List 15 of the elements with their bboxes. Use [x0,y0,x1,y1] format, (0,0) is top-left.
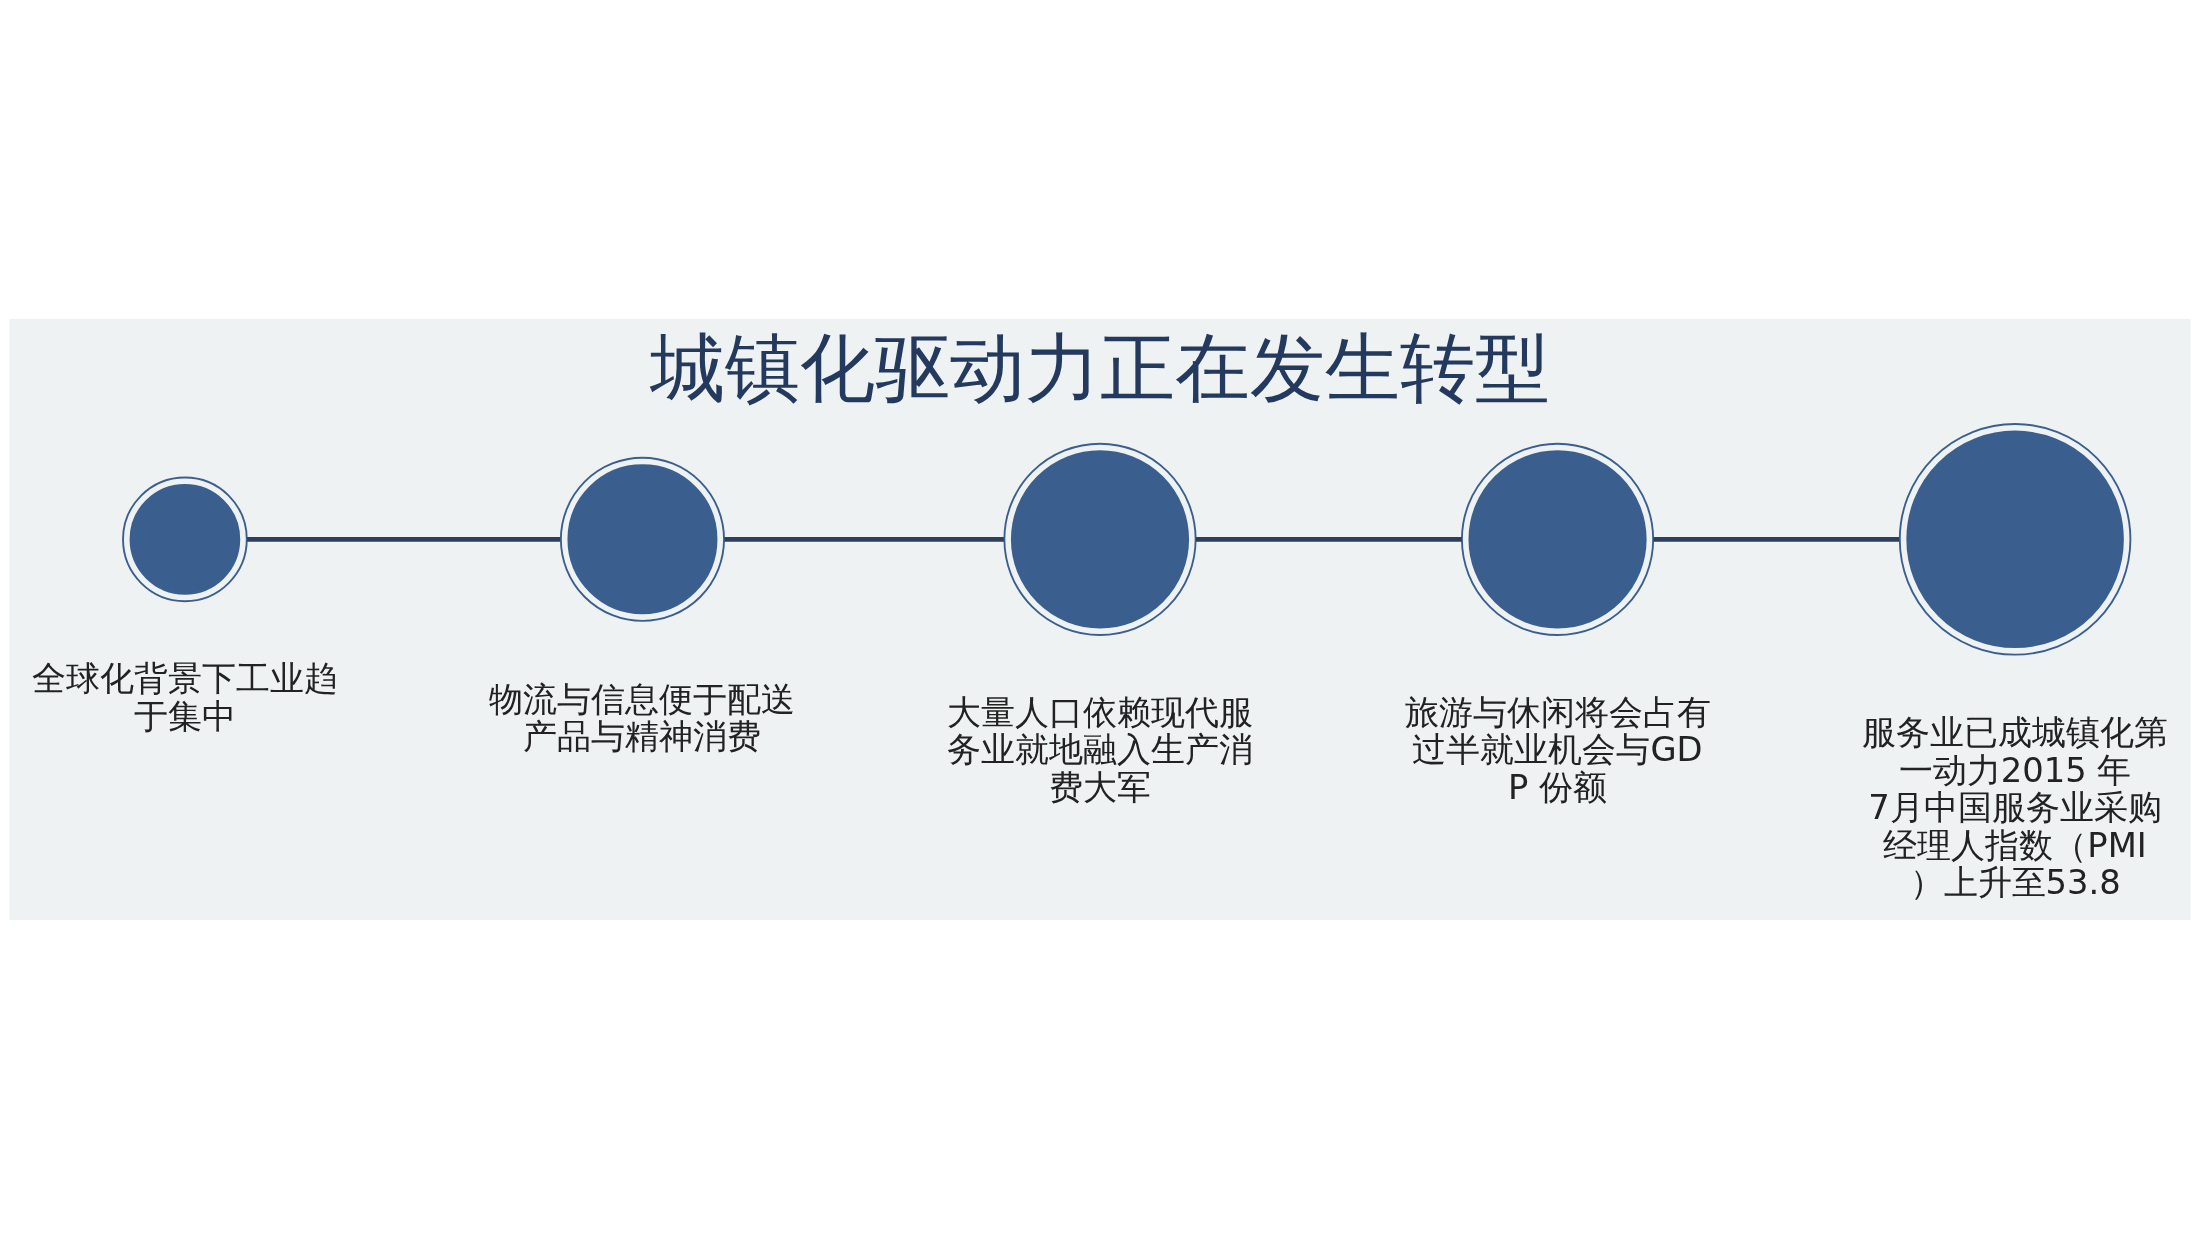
diagram-title: 城镇化驱动力正在发生转型 [650,323,1550,412]
node-circle [122,476,248,602]
node-label: 旅游与休闲将会占有过半就业机会与GDP 份额 [1404,692,1711,807]
connector [247,536,561,542]
node-circle [1898,422,2132,656]
node-circle [559,456,725,622]
node-circle [1003,442,1197,636]
node-label: 服务业已成城镇化第一动力2015 年7月中国服务业采购经理人指数（PMI ）上升至53.8 [1862,712,2169,902]
node-circle [1460,442,1655,636]
node-label: 物流与信息便于配送产品与精神消费 [489,679,796,756]
node-label: 大量人口依赖现代服务业就地融入生产消费大军 [947,692,1253,807]
connector [1195,536,1462,542]
connector [1653,536,1900,542]
connector [724,536,1004,542]
node-label: 全球化背景下工业趋于集中 [31,658,338,736]
